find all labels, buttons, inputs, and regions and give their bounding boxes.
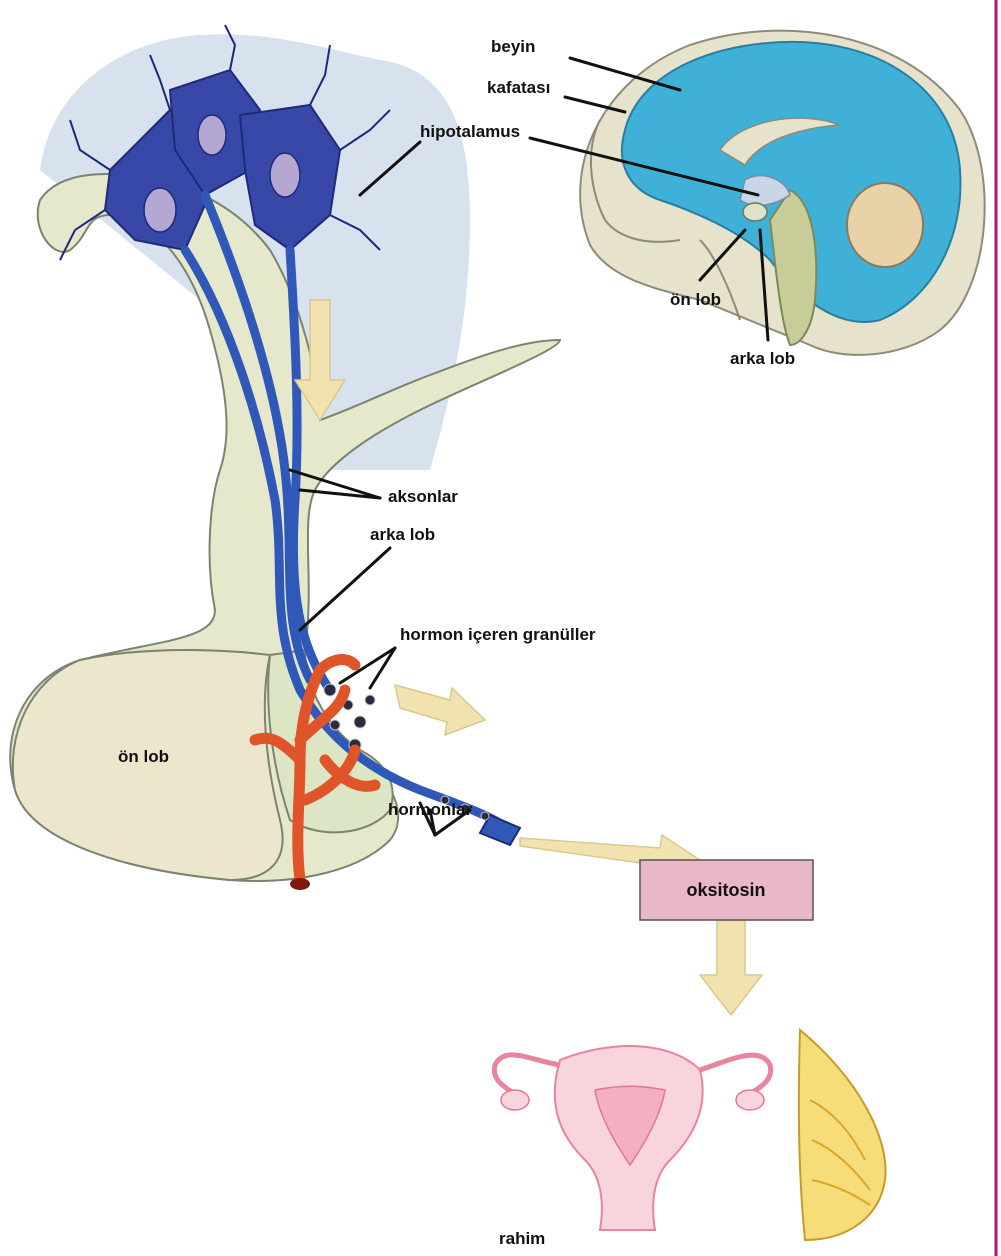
label-arka-lob-small: arka lob [730, 349, 795, 368]
label-rahim: rahim [499, 1229, 545, 1248]
oksitosin-box: oksitosin [640, 860, 813, 920]
label-hormonlar: hormonlar [388, 800, 472, 819]
label-on-lob-small: ön lob [670, 290, 721, 309]
label-on-lob: ön lob [118, 747, 169, 766]
oksitosin-label: oksitosin [686, 880, 765, 900]
label-arka-lob: arka lob [370, 525, 435, 544]
label-aksonlar: aksonlar [388, 487, 458, 506]
label-kafatasi: kafatası [487, 78, 550, 97]
uterus-illustration [494, 1046, 770, 1230]
label-hormon-granuller: hormon içeren granüller [400, 625, 596, 644]
breast-illustration [799, 1030, 886, 1240]
label-hipotalamus: hipotalamus [420, 122, 520, 141]
label-beyin: beyin [491, 37, 535, 56]
